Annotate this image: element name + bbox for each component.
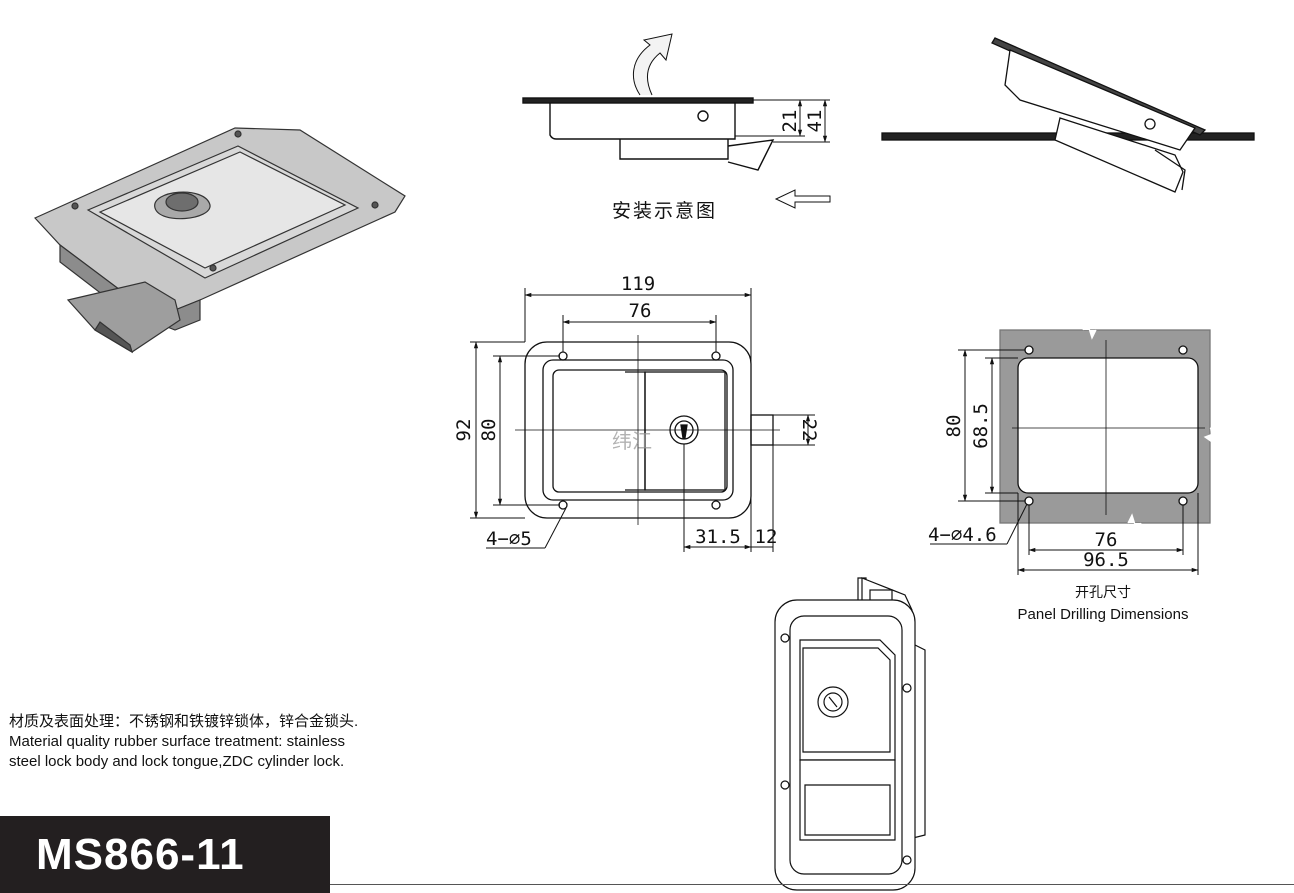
dim-41: 41 bbox=[804, 110, 826, 133]
material-cn: 材质及表面处理：不锈钢和铁镀锌锁体，锌合金锁头. bbox=[9, 713, 359, 730]
installed-lock-view bbox=[881, 37, 1255, 193]
side-view-lock bbox=[522, 33, 775, 171]
dim-width-overall: 119 bbox=[621, 273, 655, 295]
side-view-dimensions bbox=[735, 99, 830, 143]
dim-height-overall: 92 bbox=[453, 419, 475, 442]
lock-line-drawing bbox=[774, 577, 926, 891]
bottom-rule bbox=[330, 884, 1294, 885]
panel-dim-hole-spacing-x: 76 bbox=[1095, 529, 1118, 551]
dim-tongue-length: 12 bbox=[755, 526, 778, 548]
panel-dim-hole-spec: 4−∅4.6 bbox=[928, 524, 997, 546]
install-caption: 安装示意图 bbox=[612, 200, 717, 222]
panel-dimensions bbox=[930, 349, 1199, 575]
dim-hole-spec: 4−∅5 bbox=[486, 528, 532, 550]
direction-arrow-icon bbox=[774, 189, 831, 209]
panel-drilling-view bbox=[999, 320, 1220, 533]
panel-dim-cutout-width: 96.5 bbox=[1083, 549, 1129, 571]
panel-caption-cn: 开孔尺寸 bbox=[1075, 585, 1131, 601]
panel-dim-cutout-height: 68.5 bbox=[970, 403, 992, 449]
panel-caption-en: Panel Drilling Dimensions bbox=[1018, 606, 1189, 623]
material-en-line2: steel lock body and lock tongue,ZDC cyli… bbox=[9, 753, 345, 770]
isometric-lock-illustration bbox=[33, 127, 406, 354]
dim-21: 21 bbox=[779, 110, 801, 133]
front-view-centerlines bbox=[515, 335, 780, 525]
material-description: 材质及表面处理：不锈钢和铁镀锌锁体，锌合金锁头. Material qualit… bbox=[9, 712, 429, 772]
model-number: MS866-11 bbox=[36, 830, 245, 879]
dim-tongue-height: 22 bbox=[798, 419, 820, 442]
panel-dim-hole-spacing-y: 80 bbox=[943, 415, 965, 438]
model-banner: MS866-11 bbox=[0, 816, 330, 893]
dim-hole-spacing-x: 76 bbox=[629, 300, 652, 322]
watermark: 纬江 bbox=[612, 429, 652, 453]
dim-hole-spacing-y: 80 bbox=[478, 419, 500, 442]
material-en-line1: Material quality rubber surface treatmen… bbox=[9, 733, 345, 750]
panel-centerlines bbox=[1012, 340, 1205, 515]
dim-tongue-offset: 31.5 bbox=[695, 526, 741, 548]
front-view-dimensions bbox=[470, 288, 815, 552]
